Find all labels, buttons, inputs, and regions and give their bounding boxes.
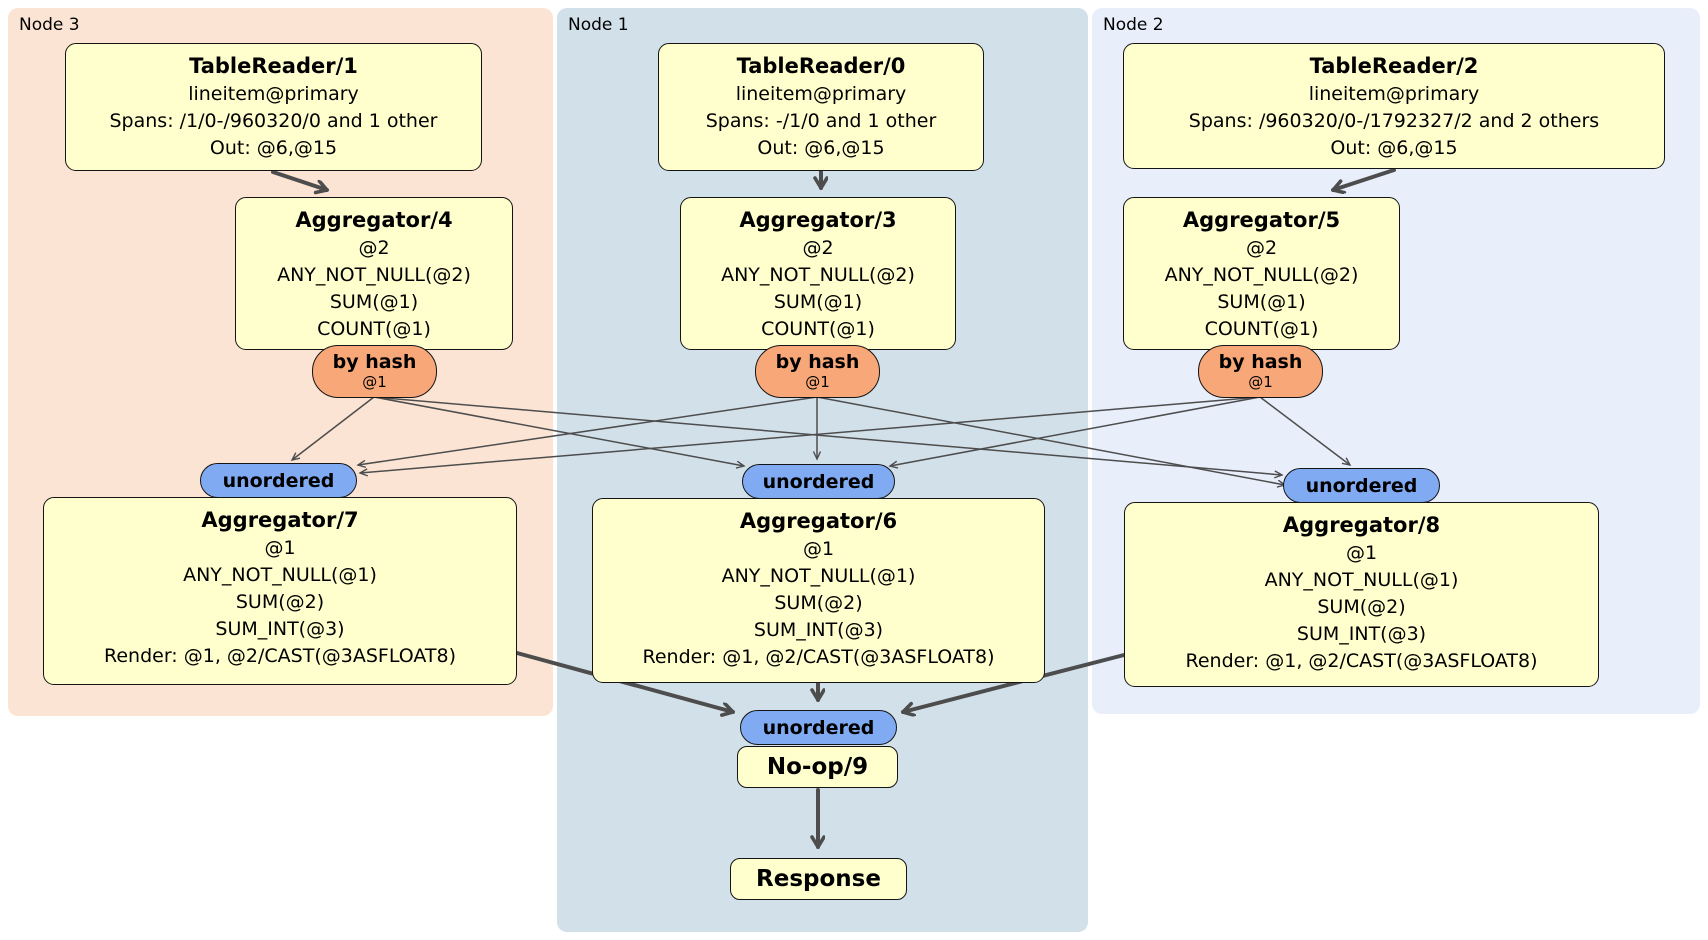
router-detail: @1 [1248,373,1273,391]
region-node1-label: Node 1 [568,15,629,35]
processor-line: Out: @6,@15 [209,137,338,159]
processor-line: lineitem@primary [735,83,907,105]
processor-title: TableReader/1 [189,54,358,78]
processor-title: Aggregator/5 [1182,208,1341,232]
processor-line: ANY_NOT_NULL(@2) [721,264,915,286]
processor-line: Out: @6,@15 [1330,137,1458,159]
processor-title: Aggregator/8 [1282,513,1441,537]
processor-line: SUM(@1) [773,291,863,313]
router-detail: @1 [805,373,830,391]
processor-aggregator-3: Aggregator/3 @2 ANY_NOT_NULL(@2) SUM(@1)… [680,197,956,350]
processor-title: TableReader/0 [736,54,906,78]
processor-line: Out: @6,@15 [757,137,885,159]
processor-line: @2 [1245,237,1278,259]
processor-line: SUM(@2) [235,591,325,613]
processor-line: lineitem@primary [188,83,359,105]
processor-title: Aggregator/7 [201,508,359,532]
router-detail: @1 [362,373,387,391]
processor-line: Render: @1, @2/CAST(@3ASFLOAT8) [642,646,995,668]
processor-line: SUM_INT(@3) [215,618,345,640]
processor-line: ANY_NOT_NULL(@1) [183,564,377,586]
processor-line: @1 [1345,542,1378,564]
region-node3-label: Node 3 [19,15,80,35]
sync-unordered-8: unordered [1283,468,1440,503]
processor-line: Render: @1, @2/CAST(@3ASFLOAT8) [1185,650,1538,672]
processor-line: @2 [358,237,390,259]
processor-line: ANY_NOT_NULL(@1) [1264,569,1459,591]
processor-tablereader-1: TableReader/1 lineitem@primary Spans: /1… [65,43,482,171]
processor-line: COUNT(@1) [317,318,431,340]
processor-line: @1 [264,537,296,559]
processor-title: Aggregator/6 [739,509,898,533]
processor-aggregator-5: Aggregator/5 @2 ANY_NOT_NULL(@2) SUM(@1)… [1123,197,1400,350]
processor-line: SUM(@2) [774,592,863,614]
processor-aggregator-6: Aggregator/6 @1 ANY_NOT_NULL(@1) SUM(@2)… [592,498,1045,683]
sync-unordered-7: unordered [200,463,357,498]
router-label: by hash [332,351,417,373]
processor-aggregator-7: Aggregator/7 @1 ANY_NOT_NULL(@1) SUM(@2)… [43,497,517,685]
sync-unordered-6: unordered [742,464,895,499]
processor-line: Spans: /1/0-/960320/0 and 1 other [109,110,438,132]
processor-line: SUM(@2) [1317,596,1406,618]
processor-line: @2 [802,237,834,259]
processor-line: Spans: /960320/0-/1792327/2 and 2 others [1188,110,1600,132]
processor-line: SUM(@1) [1217,291,1306,313]
processor-tablereader-0: TableReader/0 lineitem@primary Spans: -/… [658,43,984,171]
router-by-hash-4: by hash @1 [312,345,437,398]
router-label: by hash [775,351,860,373]
router-by-hash-5: by hash @1 [1198,345,1323,398]
processor-line: ANY_NOT_NULL(@2) [1164,264,1359,286]
processor-line: SUM_INT(@3) [753,619,884,641]
processor-noop-9: No-op/9 [737,746,898,788]
processor-line: COUNT(@1) [1204,318,1319,340]
processor-line: @1 [802,538,835,560]
processor-line: COUNT(@1) [761,318,875,340]
router-by-hash-3: by hash @1 [755,345,880,398]
processor-title: TableReader/2 [1309,54,1479,78]
processor-line: SUM(@1) [329,291,419,313]
processor-line: ANY_NOT_NULL(@1) [721,565,916,587]
processor-aggregator-4: Aggregator/4 @2 ANY_NOT_NULL(@2) SUM(@1)… [235,197,513,350]
processor-line: SUM_INT(@3) [1296,623,1427,645]
processor-title: Aggregator/3 [739,208,897,232]
sync-unordered-final: unordered [740,710,897,745]
response-node: Response [730,858,907,900]
processor-line: lineitem@primary [1308,83,1480,105]
processor-line: Render: @1, @2/CAST(@3ASFLOAT8) [104,645,456,667]
processor-aggregator-8: Aggregator/8 @1 ANY_NOT_NULL(@1) SUM(@2)… [1124,502,1599,687]
processor-line: ANY_NOT_NULL(@2) [277,264,471,286]
processor-title: Aggregator/4 [295,208,453,232]
processor-line: Spans: -/1/0 and 1 other [705,110,937,132]
processor-tablereader-2: TableReader/2 lineitem@primary Spans: /9… [1123,43,1665,169]
router-label: by hash [1218,351,1303,373]
region-node2-label: Node 2 [1103,15,1164,35]
